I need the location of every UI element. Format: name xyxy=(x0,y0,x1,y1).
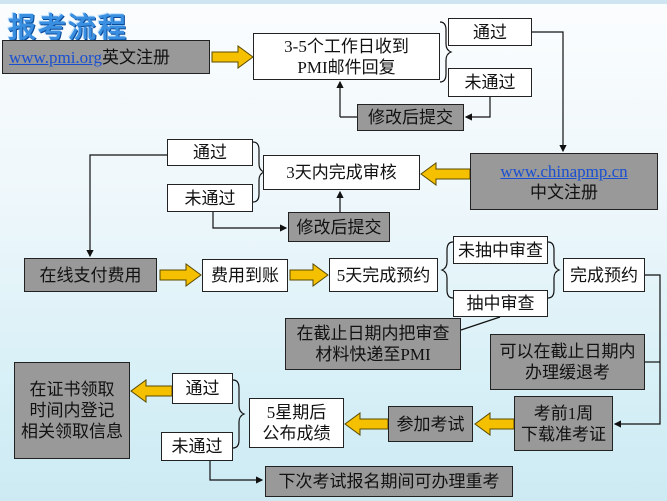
chinapmp-register-label: 中文注册 xyxy=(530,182,598,202)
resubmit-box-1: 修改后提交 xyxy=(357,104,464,131)
pass-box-1: 通过 xyxy=(448,18,532,46)
audited-box: 抽中审查 xyxy=(453,290,548,317)
page-title: 报考流程 xyxy=(8,11,129,44)
connector-audit-note xyxy=(460,316,501,331)
brace-5 xyxy=(232,379,246,449)
pmi-reply-line2: PMI邮件回复 xyxy=(297,57,396,77)
arrow-right-icon xyxy=(159,263,202,287)
connector-booked-to-ticket xyxy=(613,274,661,428)
pmi-register-label: 英文注册 xyxy=(102,47,171,67)
defer-line1: 可以在截止日期内 xyxy=(499,342,636,361)
audit-note-line2: 材料快递至PMI xyxy=(315,345,431,364)
top-bar xyxy=(0,0,667,4)
connector-pass1-to-chinapmp xyxy=(532,31,567,153)
booking-box: 5天完成预约 xyxy=(329,258,438,292)
fail-box-2: 未通过 xyxy=(167,184,253,212)
exam-box: 参加考试 xyxy=(388,406,473,442)
brace-4 xyxy=(547,241,561,299)
result-line2: 公布成绩 xyxy=(262,424,331,443)
arrow-right-icon xyxy=(211,45,254,69)
arrow-left-icon xyxy=(130,379,173,403)
resubmit-box-2: 修改后提交 xyxy=(288,212,390,242)
chinapmp-link[interactable]: www.chinapmp.cn xyxy=(500,161,628,181)
pmi-reply-box: 3-5个工作日收到 PMI邮件回复 xyxy=(253,33,440,80)
pay-box: 在线支付费用 xyxy=(24,258,157,292)
certificate-line3: 相关领取信息 xyxy=(21,422,123,441)
pass-box-2: 通过 xyxy=(167,139,253,166)
audit-note-box: 在截止日期内把审查 材料快递至PMI xyxy=(285,318,461,370)
step-chinapmp-register: www.chinapmp.cn 中文注册 xyxy=(470,153,658,210)
retake-box: 下次考试报名期间可办理重考 xyxy=(265,466,513,497)
review-box: 3天内完成审核 xyxy=(263,155,420,190)
connector-resubmit1-to-reply xyxy=(340,82,357,118)
result-box: 5星期后 公布成绩 xyxy=(249,398,344,448)
connector-fail3-to-retake xyxy=(209,461,264,484)
ticket-box: 考前1周 下载准考证 xyxy=(514,396,613,451)
result-line1: 5星期后 xyxy=(266,403,327,422)
fail-box-3: 未通过 xyxy=(161,432,233,461)
arrow-right-icon xyxy=(289,263,329,287)
defer-box: 可以在截止日期内 办理缓退考 xyxy=(490,334,645,390)
audit-note-line1: 在截止日期内把审查 xyxy=(296,324,450,343)
certificate-line1: 在证书领取 xyxy=(29,380,115,399)
defer-line2: 办理缓退考 xyxy=(525,363,610,382)
arrow-left-icon xyxy=(344,412,389,436)
connector-pass2-to-pay xyxy=(86,154,167,258)
pmi-reply-line1: 3-5个工作日收到 xyxy=(284,36,409,56)
certificate-line2: 时间内登记 xyxy=(29,401,115,420)
booked-box: 完成预约 xyxy=(563,258,645,292)
pass-box-3: 通过 xyxy=(172,373,233,404)
ticket-line1: 考前1周 xyxy=(533,403,594,423)
pmi-link[interactable]: www.pmi.org xyxy=(9,47,103,67)
not-audited-box: 未抽中审查 xyxy=(453,236,548,264)
connector-fail1-to-resubmit xyxy=(464,97,491,121)
received-box: 费用到账 xyxy=(202,259,288,292)
ticket-line2: 下载准考证 xyxy=(521,424,606,444)
certificate-box: 在证书领取 时间内登记 相关领取信息 xyxy=(14,362,130,459)
brace-1 xyxy=(439,21,453,83)
arrow-left-icon xyxy=(474,412,515,436)
arrow-left-icon xyxy=(420,162,471,186)
brace-3 xyxy=(440,241,454,299)
fail-box-1: 未通过 xyxy=(448,68,532,97)
connector-fail2-to-resubmit xyxy=(212,212,288,232)
